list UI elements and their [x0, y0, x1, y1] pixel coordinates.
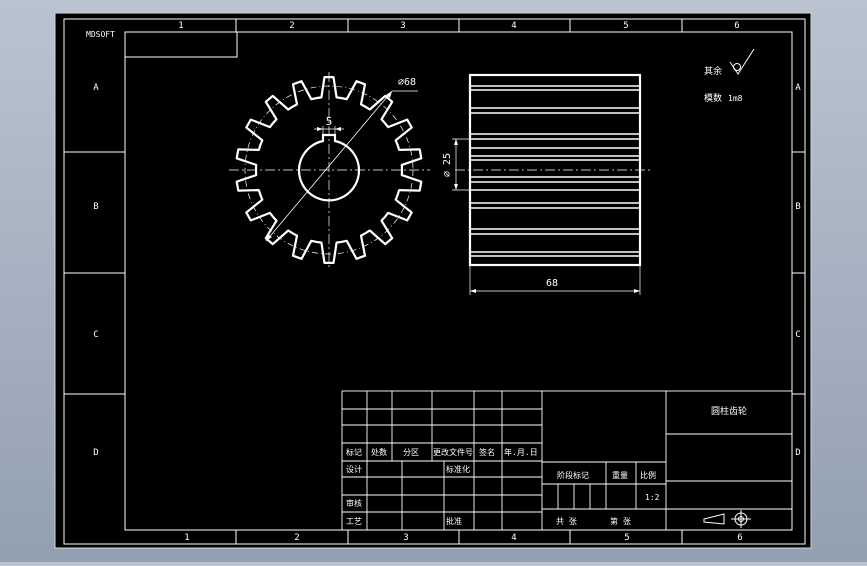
col-number: 5: [624, 533, 629, 543]
dimension-arrow: [634, 289, 640, 293]
dimension-arrow: [386, 91, 392, 98]
tb-checker: 审核: [346, 498, 362, 508]
tb-process: 工艺: [346, 517, 362, 526]
technical-notes: 其余 模数 1m8: [704, 48, 755, 104]
tb-header: 更改文件号: [433, 447, 473, 457]
row-letters: A B C D A B C D: [93, 83, 801, 458]
keyway-width-label: 5: [326, 115, 333, 128]
side-view-tooth-lines: [470, 85, 640, 257]
dimension-arrow: [335, 127, 341, 131]
tb-scale: 比例: [640, 470, 656, 480]
col-number: 6: [734, 21, 739, 31]
tip-diameter-label: ⌀68: [398, 77, 416, 88]
tb-header: 标记: [346, 447, 362, 457]
gear-front-view: 5 ⌀68: [229, 72, 430, 268]
col-number: 1: [178, 21, 183, 31]
tb-header: 分区: [403, 448, 419, 457]
diameter-leader: [265, 90, 393, 242]
width-label: 68: [546, 278, 558, 289]
tb-approve: 批准: [446, 516, 462, 526]
roughness-note: 其余: [704, 65, 722, 77]
tb-designer: 设计: [346, 464, 362, 474]
tb-header: 处数: [371, 447, 387, 457]
drawing-canvas: [54, 12, 812, 549]
row-letter: B: [93, 202, 98, 212]
tb-total-sheets: 共 张: [556, 517, 577, 526]
tb-sheet-no: 第 张: [610, 516, 631, 526]
col-number: 4: [511, 533, 516, 543]
tb-header: 签名: [479, 447, 495, 457]
gear-side-view: ⌀ 25 68: [442, 73, 652, 295]
bore-diameter-label: ⌀ 25: [442, 153, 453, 177]
gear-tooth-profile: [235, 76, 423, 264]
col-number: 3: [400, 21, 405, 31]
row-letter: C: [93, 330, 98, 340]
row-letter: A: [795, 83, 801, 93]
col-number: 2: [289, 21, 294, 31]
roughness-symbol: [729, 48, 755, 75]
row-letter: D: [795, 448, 800, 458]
dimension-arrow: [266, 234, 272, 241]
col-number: 4: [511, 21, 516, 31]
col-number: 1: [184, 533, 189, 543]
bore-with-keyway: [297, 133, 361, 202]
column-numbers: 1 2 3 4 5 6 1 2 3 4 5 6: [178, 21, 742, 543]
title-block: [341, 390, 793, 531]
tb-weight: 重量: [612, 470, 628, 480]
frame-label: MDSOFT: [86, 30, 115, 39]
title-block-text: 标记 处数 分区 更改文件号 签名 年.月.日 设计 标准化 审核 工艺 批准 …: [346, 405, 747, 526]
row-letter: A: [93, 83, 99, 93]
row-letter: C: [795, 330, 800, 340]
col-number: 5: [623, 21, 628, 31]
tb-stage-mark: 阶段标记: [557, 470, 589, 480]
col-number: 6: [737, 533, 742, 543]
col-number: 2: [294, 533, 299, 543]
drawing-name: 圆柱齿轮: [711, 405, 747, 417]
dimension-arrow: [454, 139, 458, 145]
tb-scale-value: 1:2: [645, 493, 660, 502]
roughness-circle: [733, 63, 741, 71]
dimension-arrow: [317, 127, 323, 131]
col-number: 3: [403, 533, 408, 543]
modulus-value: 1m8: [728, 94, 743, 103]
tb-standardize: 标准化: [446, 464, 470, 474]
tb-header: 年.月.日: [504, 447, 538, 457]
projection-symbol-icon: [703, 510, 751, 528]
dimension-arrow: [470, 289, 476, 293]
row-letter: D: [93, 448, 98, 458]
modulus-label: 模数: [704, 92, 722, 104]
row-letter: B: [795, 202, 800, 212]
dimension-arrow: [454, 184, 458, 190]
